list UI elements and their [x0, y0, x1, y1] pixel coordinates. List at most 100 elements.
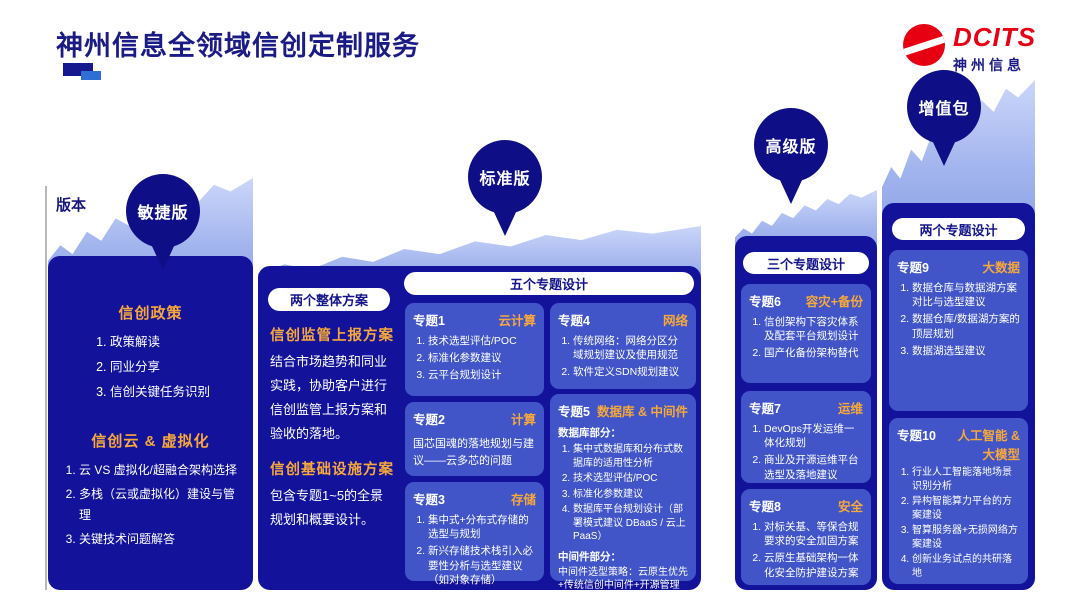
topic-items: 行业人工智能落地场景识别分析 异构智能算力平台的方案建设 智算服务器+无损网络方…	[897, 466, 1020, 580]
topic-name: 安全	[837, 500, 863, 514]
tier-advanced-panel: 三个专题设计 专题6 容灾+备份 信创架构下容灾体系及配套平台规划设计 国产化备…	[735, 236, 877, 590]
topic-name: 云计算	[498, 314, 536, 328]
topic-id: 专题4	[558, 314, 590, 328]
topic-name: 计算	[510, 413, 536, 427]
list-item: 智算服务器+无损网络方案建设	[912, 524, 1020, 551]
tier-agile-panel: 信创政策 政策解读 同业分享 信创关键任务识别 信创云 & 虚拟化 云 VS 虚…	[48, 256, 253, 590]
badge-agile: 敏捷版	[126, 174, 200, 248]
five-topics-pill: 五个专题设计	[404, 272, 694, 295]
topic-items: 集中式+分布式存储的选型与规划 新兴存储技术栈引入必要性分析与选型建议（如对象存…	[413, 513, 536, 587]
list-item: DevOps开发运维一体化规划	[764, 422, 863, 450]
list-item: 技术选型评估/POC	[573, 472, 688, 486]
three-topics-pill: 三个专题设计	[743, 252, 869, 274]
list-item: 云原生基础架构一体化安全防护建设方案	[764, 551, 863, 579]
dcits-logo-icon	[903, 24, 945, 66]
list-item: 技术选型评估/POC	[428, 334, 536, 348]
list-item: 多栈（云或虚拟化）建设与管理	[79, 484, 241, 526]
list-item: 云 VS 虚拟化/超融合架构选择	[79, 460, 241, 481]
middleware-section-label: 中间件部分：	[558, 550, 621, 563]
topic-body: 国芯国魂的落地规划与建议——云多芯的问题	[413, 438, 534, 467]
topic-box-4-network: 专题4 网络 传统网络：网络分区分域规划建议及使用规范 软件定义SDN规划建议	[550, 303, 696, 389]
policy-list: 政策解读 同业分享 信创关键任务识别	[60, 332, 241, 404]
topic-box-10-ai-large-model: 专题10 人工智能 & 大模型 行业人工智能落地场景识别分析 异构智能算力平台的…	[889, 418, 1028, 584]
middleware-body: 中间件选型策略：云原生优先+传统信创中间件+开源管理	[558, 566, 688, 592]
topic-box-5-database-middleware: 专题5 数据库 & 中间件 数据库部分： 集中式数据库和分布式数据库的适用性分析…	[550, 394, 696, 591]
list-item: 传统网络：网络分区分域规划建议及使用规范	[573, 334, 688, 362]
topic-id: 专题9	[897, 261, 929, 275]
list-item: 集中式+分布式存储的选型与规划	[428, 513, 536, 541]
topic-name: 存储	[510, 493, 536, 507]
list-item: 数据库平台规划设计（部署模式建议 DBaaS / 云上PaaS）	[573, 503, 688, 544]
topic-items: 技术选型评估/POC 标准化参数建议 云平台规划设计	[413, 334, 536, 383]
list-item: 关键技术问题解答	[79, 529, 241, 550]
tier-standard-panel: 两个整体方案 信创监管上报方案 结合市场趋势和同业实践，协助客户进行信创监管上报…	[258, 266, 701, 591]
list-item: 数据仓库/数据湖方案的顶层规划	[912, 312, 1020, 340]
topic-id: 专题7	[749, 402, 781, 416]
list-item: 行业人工智能落地场景识别分析	[912, 466, 1020, 493]
tier-value-pack-panel: 两个专题设计 专题9 大数据 数据仓库与数据湖方案对比与选型建议 数据仓库/数据…	[882, 203, 1035, 590]
topic-id: 专题10	[897, 429, 936, 443]
topic-id: 专题5	[558, 405, 590, 419]
logo-text: DCITS 神州信息	[953, 24, 1036, 75]
list-item: 创新业务试点的共研落地	[912, 553, 1020, 580]
topic-box-7-operations: 专题7 运维 DevOps开发运维一体化规划 商业及开源运维平台选型及落地建议	[741, 391, 871, 483]
list-item: 数据湖选型建议	[912, 344, 1020, 358]
topic-id: 专题1	[413, 314, 445, 328]
badge-value-pack: 增值包	[907, 70, 981, 144]
plan-body-infrastructure: 包含专题1~5的全景规划和概要设计。	[270, 488, 384, 528]
topic-name: 人工智能 & 大模型	[957, 429, 1020, 462]
badge-standard: 标准版	[468, 140, 542, 214]
group-title-cloud: 信创云 & 虚拟化	[91, 432, 210, 450]
logo-brand: DCITS	[953, 22, 1036, 52]
topic-name: 网络	[662, 314, 688, 328]
list-item: 标准化参数建议	[573, 488, 688, 502]
plan-body-regulatory: 结合市场趋势和同业实践，协助客户进行信创监管上报方案和验收的落地。	[270, 354, 388, 442]
topic-box-6-disaster-recovery: 专题6 容灾+备份 信创架构下容灾体系及配套平台规划设计 国产化备份架构替代	[741, 284, 871, 383]
topic-items: DevOps开发运维一体化规划 商业及开源运维平台选型及落地建议	[749, 422, 863, 482]
plan-title-infrastructure: 信创基础设施方案	[270, 462, 394, 478]
list-item: 同业分享	[110, 357, 241, 379]
topic-id: 专题3	[413, 493, 445, 507]
topic-items: 对标关基、等保合规要求的安全加固方案 云原生基础架构一体化安全防护建设方案	[749, 520, 863, 580]
list-item: 云平台规划设计	[428, 368, 536, 382]
topic-box-3-storage: 专题3 存储 集中式+分布式存储的选型与规划 新兴存储技术栈引入必要性分析与选型…	[405, 482, 544, 586]
list-item: 商业及开源运维平台选型及落地建议	[764, 453, 863, 481]
topic-name: 大数据	[982, 261, 1020, 275]
plan-title-regulatory: 信创监管上报方案	[270, 328, 394, 344]
badge-agile-label: 敏捷版	[137, 205, 189, 222]
cloud-list: 云 VS 虚拟化/超融合架构选择 多栈（云或虚拟化）建设与管理 关键技术问题解答	[60, 460, 241, 550]
topic-name: 数据库 & 中间件	[597, 405, 688, 419]
title-accent-bar-blue	[81, 71, 101, 80]
list-item: 标准化参数建议	[428, 351, 536, 365]
group-title-policy: 信创政策	[118, 305, 183, 322]
list-item: 数据仓库与数据湖方案对比与选型建议	[912, 281, 1020, 309]
list-item: 新兴存储技术栈引入必要性分析与选型建议（如对象存储）	[428, 544, 536, 587]
overall-plans-pill: 两个整体方案	[268, 288, 390, 311]
topic-box-2-compute: 专题2 计算 国芯国魂的落地规划与建议——云多芯的问题	[405, 402, 544, 476]
topic-id: 专题6	[749, 295, 781, 309]
topic-items: 数据仓库与数据湖方案对比与选型建议 数据仓库/数据湖方案的顶层规划 数据湖选型建…	[897, 281, 1020, 358]
list-item: 集中式数据库和分布式数据库的适用性分析	[573, 443, 688, 470]
list-item: 信创架构下容灾体系及配套平台规划设计	[764, 315, 863, 343]
database-items: 集中式数据库和分布式数据库的适用性分析 技术选型评估/POC 标准化参数建议 数…	[558, 443, 688, 544]
badge-value-pack-label: 增值包	[918, 101, 970, 118]
badge-advanced-label: 高级版	[765, 139, 817, 156]
topic-id: 专题8	[749, 500, 781, 514]
list-item: 对标关基、等保合规要求的安全加固方案	[764, 520, 863, 548]
topic-name: 容灾+备份	[805, 295, 863, 309]
topic-items: 信创架构下容灾体系及配套平台规划设计 国产化备份架构替代	[749, 315, 863, 361]
topic-items: 传统网络：网络分区分域规划建议及使用规范 软件定义SDN规划建议	[558, 334, 688, 380]
list-item: 异构智能算力平台的方案建设	[912, 495, 1020, 522]
left-axis-line	[45, 186, 47, 590]
list-item: 国产化备份架构替代	[764, 346, 863, 360]
list-item: 信创关键任务识别	[110, 382, 241, 404]
list-item: 软件定义SDN规划建议	[573, 365, 688, 379]
axis-version-label: 版本	[56, 197, 87, 214]
page-title: 神州信息全领域信创定制服务	[56, 31, 420, 61]
topic-name: 运维	[837, 402, 863, 416]
database-section-label: 数据库部分：	[558, 427, 621, 439]
topic-id: 专题2	[413, 413, 445, 427]
topic-box-1-cloud-computing: 专题1 云计算 技术选型评估/POC 标准化参数建议 云平台规划设计	[405, 303, 544, 396]
two-topics-pill: 两个专题设计	[892, 218, 1025, 240]
